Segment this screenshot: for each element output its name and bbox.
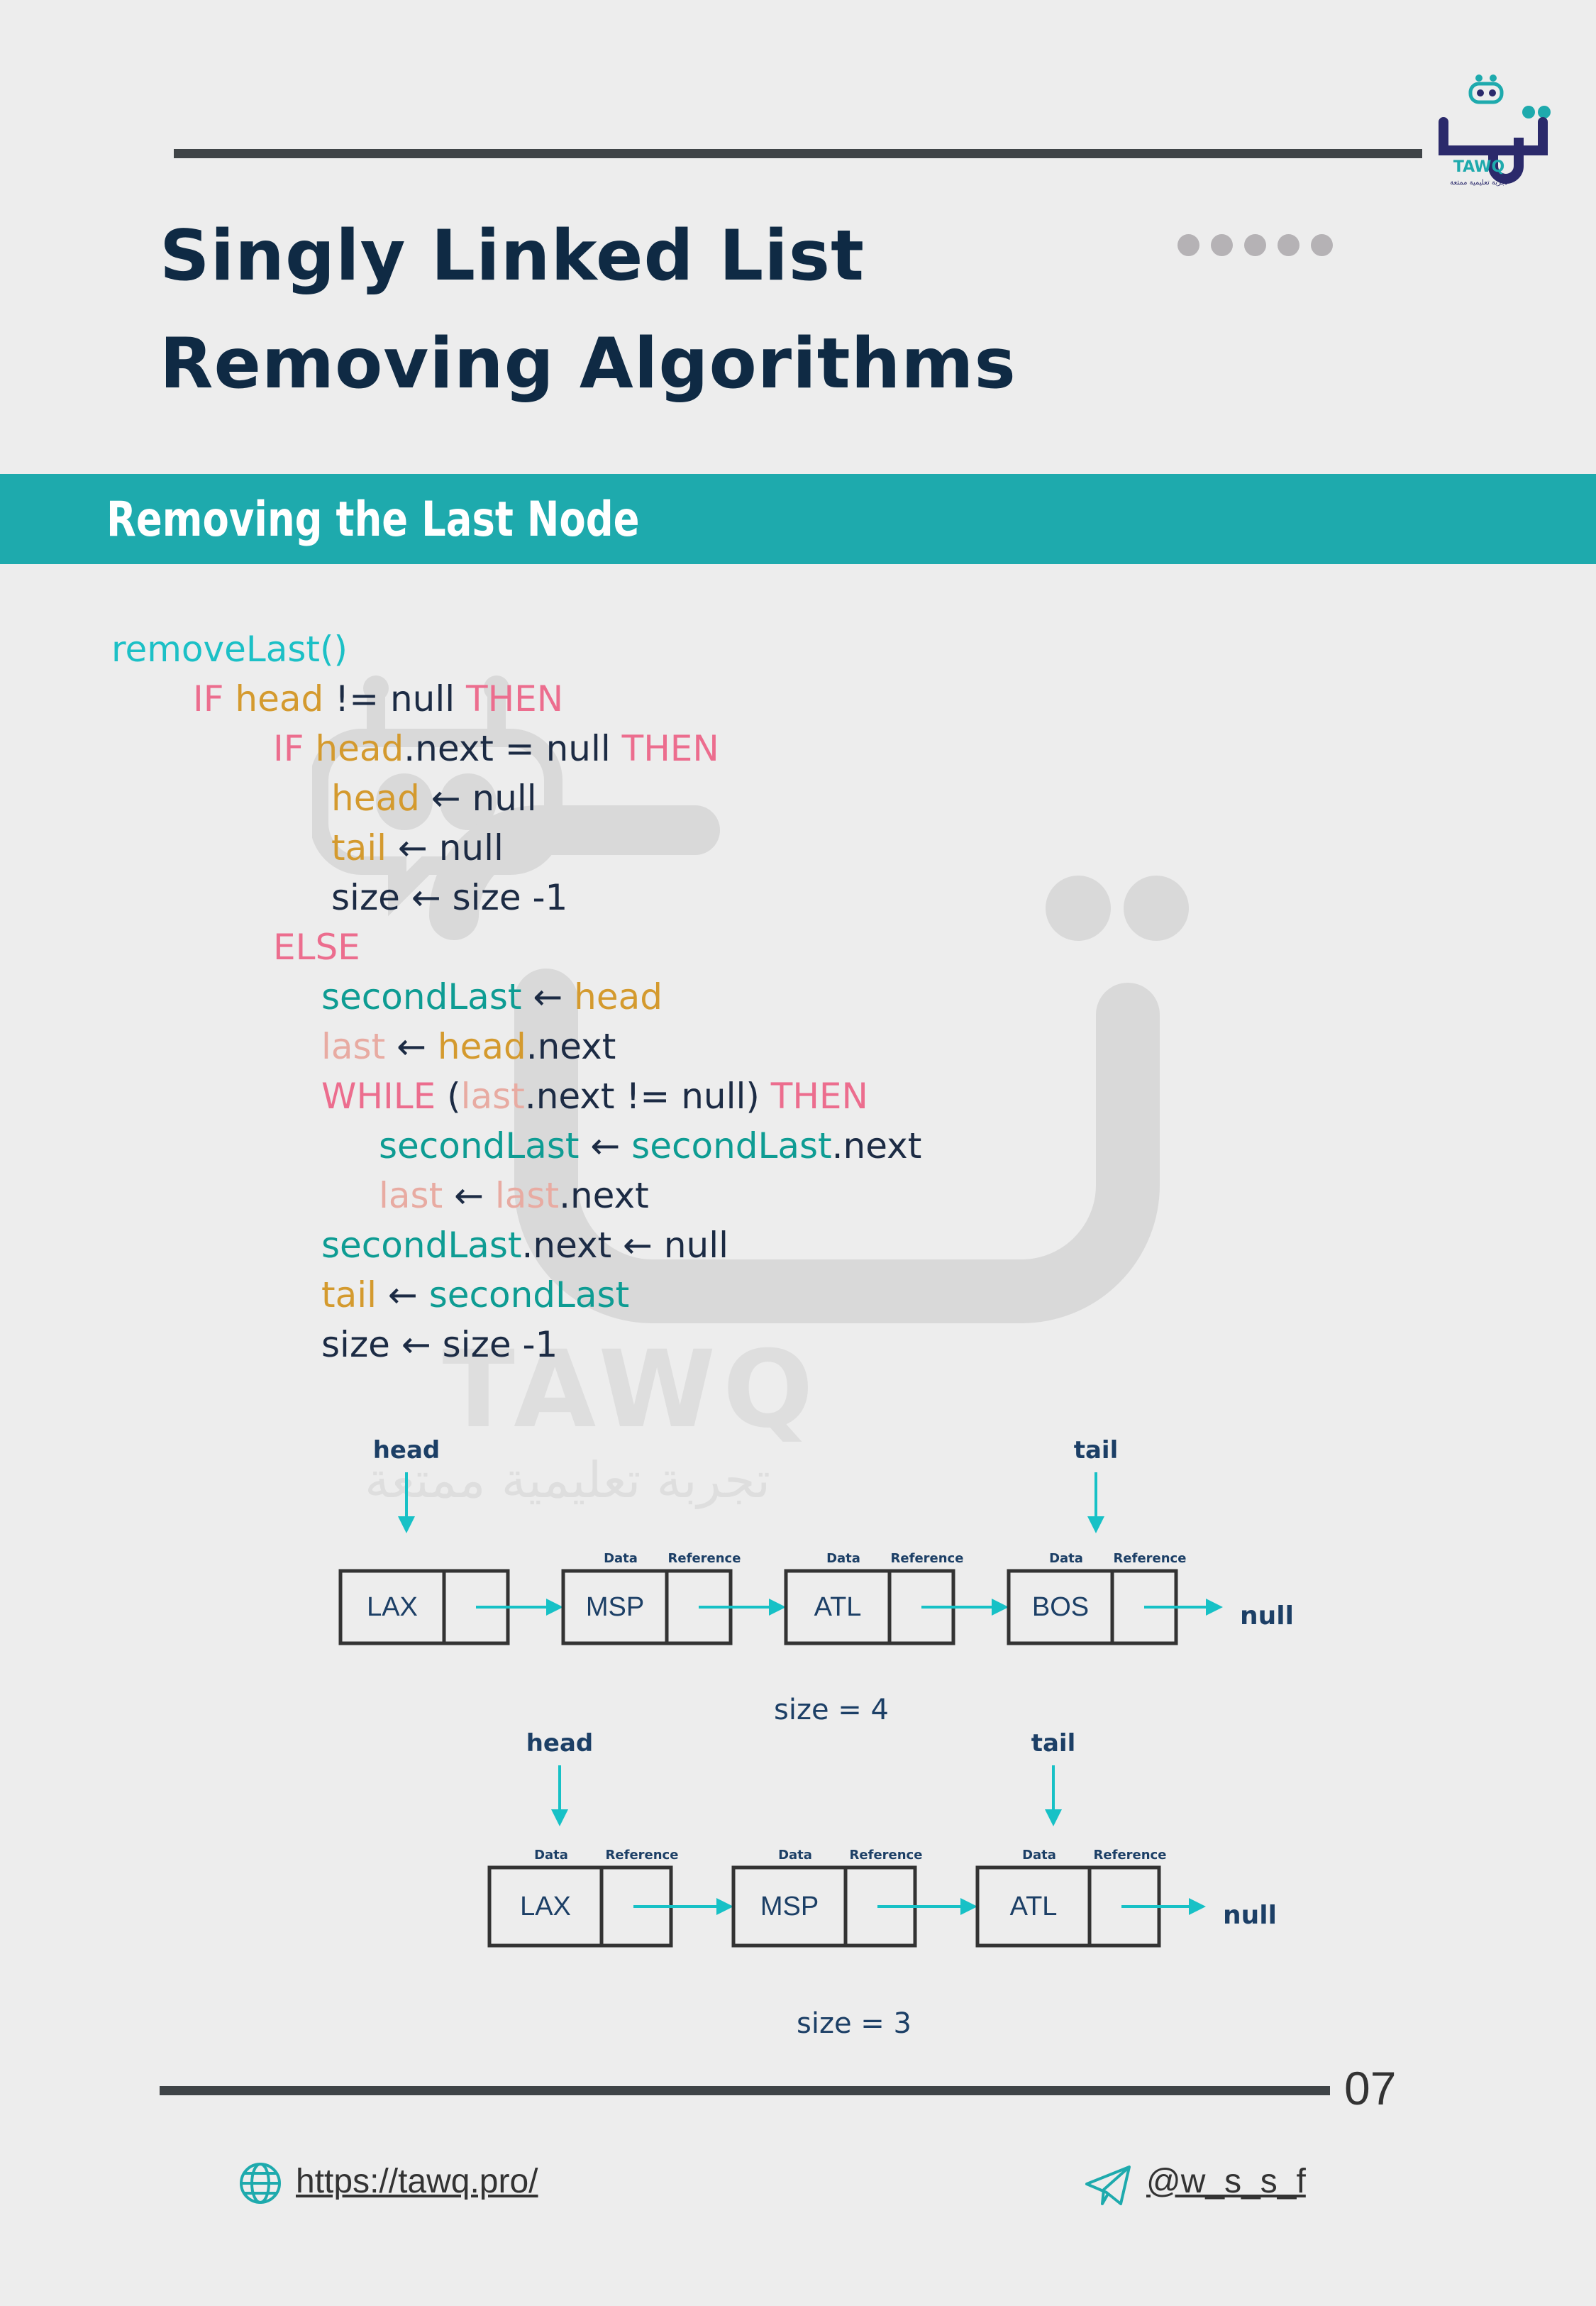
null-label: null [1223,1901,1277,1930]
logo-wordmark: TAWQ [1453,158,1504,176]
code-line-15: size ← size -1 [321,1324,558,1365]
list-node-bos: BOS Data Reference [1007,1551,1223,1645]
globe-icon [240,2163,281,2204]
tawq-watermark: TAWQ تجربة تعليمية ممتعة [312,675,1189,1509]
code-line-5: tail ← null [331,827,504,868]
page-title-line-2: Removing Algorithms [160,324,1016,404]
code-line-1: removeLast() [111,624,348,674]
code-line-4: head ← null [331,778,537,819]
header-rule [174,149,1422,158]
page-number: 07 [1344,2062,1397,2114]
code-line-14: tail ← secondLast [321,1274,630,1315]
page-title-line-1: Singly Linked List [160,216,865,297]
code-line-2: IF head != null THEN [193,678,564,719]
code-line-8: secondLast ← head [321,976,663,1017]
list-node-lax: LAX [338,1569,563,1645]
watermark-tagline: تجربة تعليمية ممتعة [365,1451,770,1509]
data-field-label: Data [534,1848,568,1863]
code-line-10: WHILE (last.next != null) THEN [321,1076,868,1117]
list-node-atl: ATL Data Reference [975,1848,1206,1948]
data-field-label: Data [778,1848,812,1863]
head-pointer-label: head [526,1729,594,1758]
node-data-value: LAX [520,1892,571,1921]
data-field-label: Data [826,1551,860,1566]
data-field-label: Data [1049,1551,1083,1566]
code-line-6: size ← size -1 [331,877,568,918]
reference-field-label: Reference [850,1848,923,1863]
code-line-3: IF head.next = null THEN [273,728,719,769]
tail-pointer-label: tail [1074,1436,1119,1464]
code-line-11: secondLast ← secondLast.next [379,1125,922,1166]
size-label: size = 3 [797,2007,911,2040]
null-label: null [1240,1601,1294,1631]
node-data-value: ATL [1010,1892,1058,1921]
list-node-lax: LAX Data Reference [487,1848,733,1948]
data-field-label: Data [1022,1848,1056,1863]
node-data-value: MSP [760,1892,819,1921]
watermark-wordmark: TAWQ [443,1328,821,1452]
telegram-icon [1085,2166,1131,2205]
code-function-name: removeLast() [111,629,348,670]
code-line-12: last ← last.next [379,1175,649,1216]
section-bar [0,474,1596,564]
code-line-7: ELSE [273,927,360,968]
list-node-msp: MSP Data Reference [731,1848,977,1948]
code-line-9: last ← head.next [321,1026,616,1067]
reference-field-label: Reference [891,1551,964,1566]
page-title: Singly Linked List Removing Algorithms [160,202,1016,418]
decorative-dots [1177,234,1344,260]
reference-field-label: Reference [1094,1848,1167,1863]
node-data-value: ATL [814,1592,862,1622]
reference-field-label: Reference [606,1848,679,1863]
node-data-value: LAX [367,1592,418,1622]
telegram-handle-link[interactable]: @w_s_s_f [1146,2163,1306,2200]
data-field-label: Data [604,1551,638,1566]
tail-pointer-label: tail [1031,1729,1076,1758]
section-title: Removing the Last Node [106,492,640,548]
logo-tagline: تجربة تعليمية ممتعة [1450,179,1508,187]
list-node-msp: MSP Data Reference [561,1551,786,1645]
website-link[interactable]: https://tawq.pro/ [296,2163,538,2200]
node-data-value: MSP [586,1592,644,1622]
reference-field-label: Reference [1114,1551,1187,1566]
footer-rule [160,2086,1330,2095]
tawq-logo: TAWQ تجربة تعليمية ممتعة [1439,75,1551,187]
head-pointer-label: head [373,1436,440,1464]
code-line-13: secondLast.next ← null [321,1225,728,1266]
list-node-atl: ATL Data Reference [784,1551,1009,1645]
node-data-value: BOS [1032,1592,1089,1622]
reference-field-label: Reference [668,1551,741,1566]
size-label: size = 4 [774,1694,889,1726]
